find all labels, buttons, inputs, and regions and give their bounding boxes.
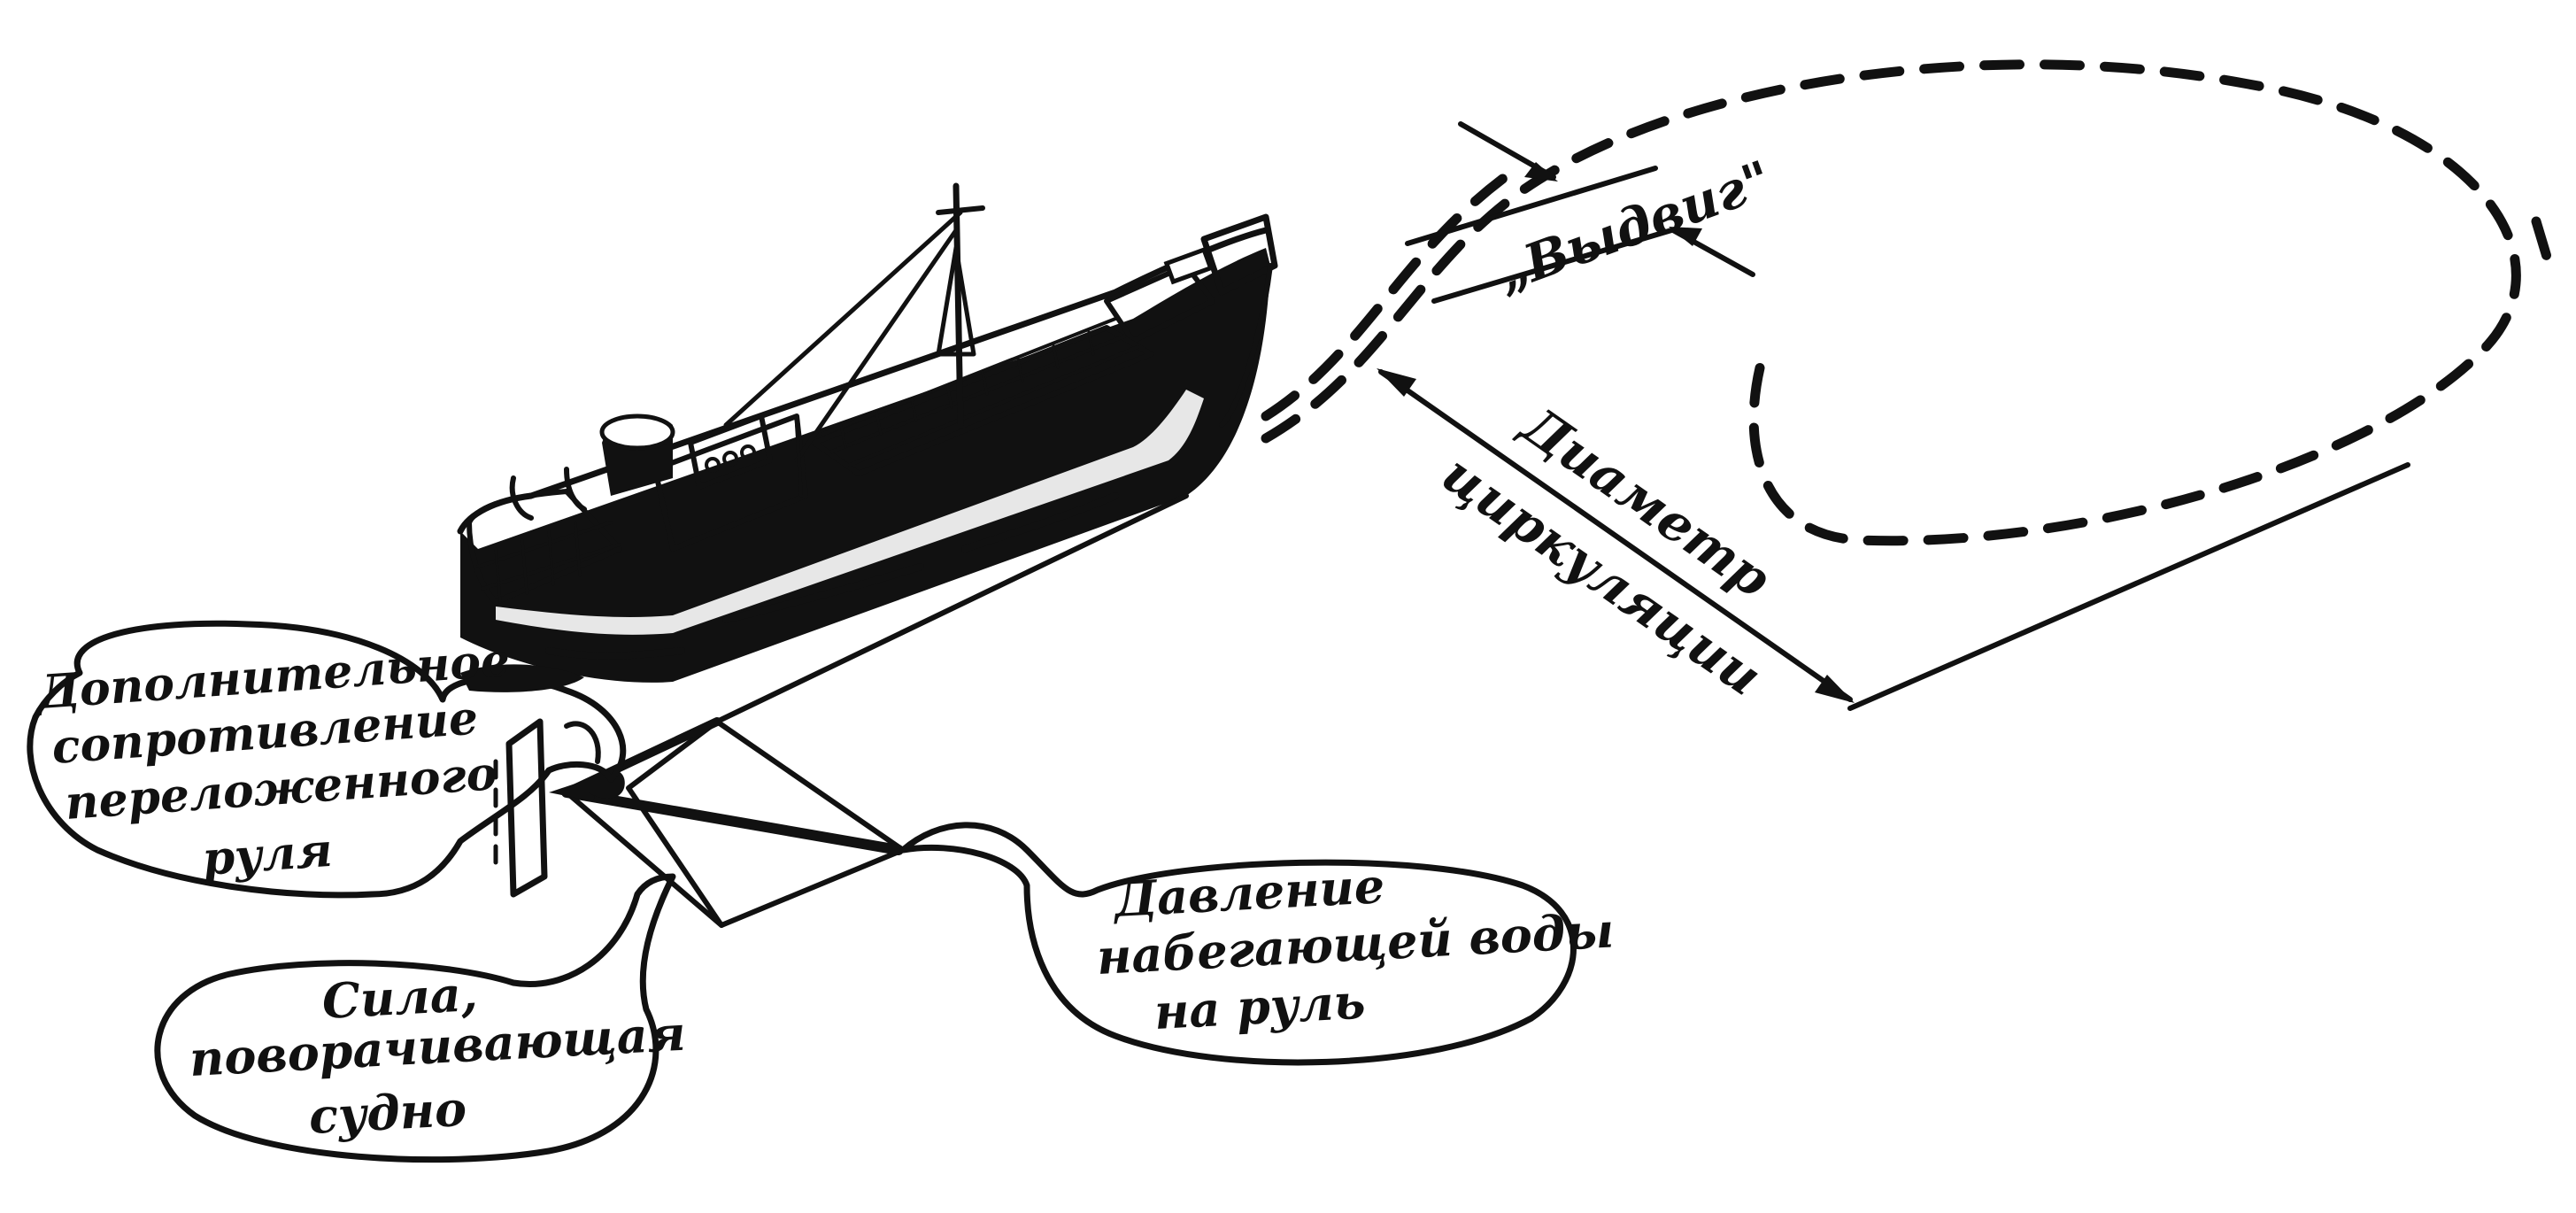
- water-pressure-label-line3: на руль: [1153, 973, 1366, 1040]
- turning-force-label-line3: судно: [307, 1080, 467, 1145]
- circulation-path: [1261, 59, 2555, 546]
- advance-dimension: [1405, 121, 1755, 304]
- turning-force-label-line1: Сила,: [320, 965, 479, 1030]
- turning-force-label-line2: поворачивающая: [188, 1005, 687, 1087]
- diameter-dimension: [1377, 368, 2410, 711]
- ship-illustration: [457, 182, 1278, 683]
- extra-resistance-label-line4: руля: [201, 823, 335, 886]
- water-pressure-bubble: [899, 822, 1577, 1066]
- turning-force-bubble: [154, 873, 676, 1163]
- bow-line: [1219, 263, 1273, 428]
- extra-resistance-bubble: [27, 620, 627, 899]
